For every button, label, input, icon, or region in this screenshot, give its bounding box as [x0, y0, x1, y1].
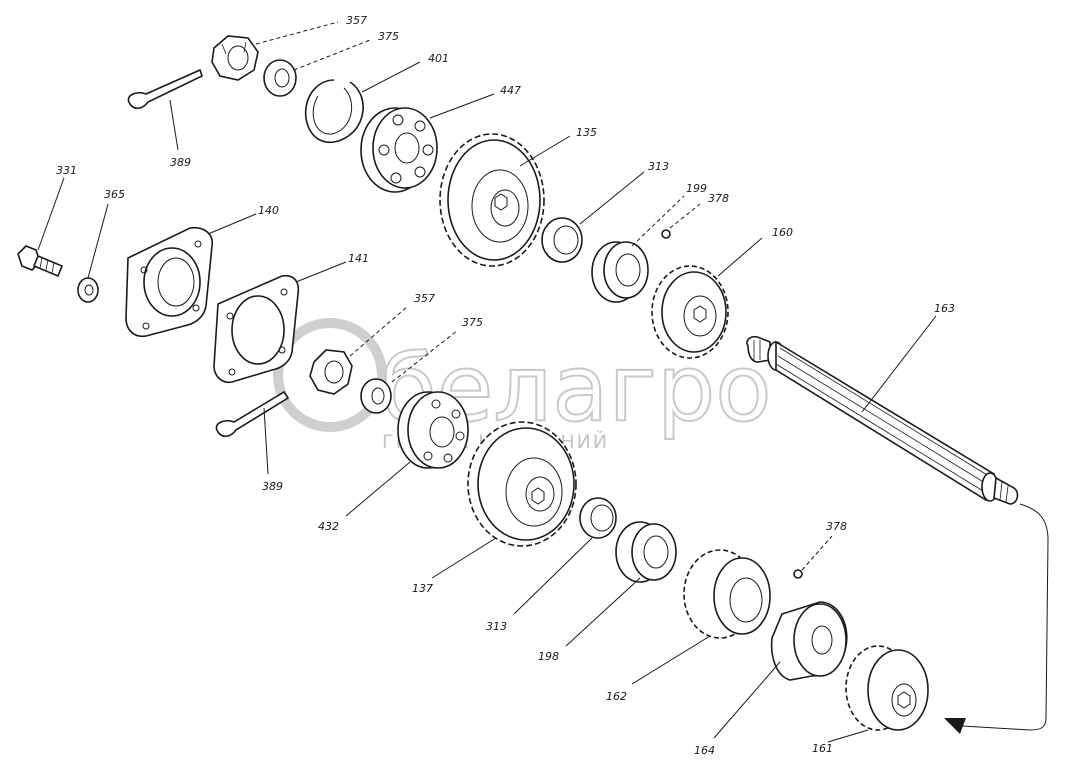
leader-lines — [37, 21, 937, 743]
part-bolt — [17, 245, 64, 278]
callout-199: 199 — [686, 182, 707, 195]
callout-163: 163 — [934, 302, 955, 315]
part-lock-washer — [77, 277, 99, 303]
callout-313-upper: 313 — [648, 160, 669, 173]
watermark-logo-icon — [273, 318, 387, 432]
callout-375-lower: 375 — [462, 316, 483, 329]
part-washer-upper — [263, 59, 297, 97]
part-cotter-pin-lower — [215, 390, 290, 438]
part-ball-bearing-lower — [397, 391, 469, 469]
part-castle-nut-lower — [309, 349, 353, 395]
callout-140: 140 — [258, 204, 279, 217]
part-hub-164 — [770, 601, 848, 681]
callout-378-lower: 378 — [826, 520, 847, 533]
callout-389-lower: 389 — [262, 480, 283, 493]
arrow-head-icon — [944, 718, 966, 734]
part-washer-lower — [360, 378, 392, 414]
part-flange-140 — [125, 226, 214, 338]
callout-365: 365 — [104, 188, 125, 201]
callout-160: 160 — [772, 226, 793, 239]
callout-389-upper: 389 — [170, 156, 191, 169]
part-ball-bearing-upper — [360, 107, 438, 193]
callout-141: 141 — [348, 252, 369, 265]
callout-137: 137 — [412, 582, 433, 595]
part-ball-upper — [661, 229, 671, 239]
part-small-gear-upper — [651, 265, 729, 359]
part-spacer-ring-lower — [579, 497, 617, 539]
part-splined-shaft — [746, 335, 1019, 505]
part-large-gear-upper — [439, 133, 545, 267]
callout-357-upper: 357 — [346, 14, 367, 27]
callout-378-upper: 378 — [708, 192, 729, 205]
callout-162: 162 — [606, 690, 627, 703]
part-spacer-ring-upper — [541, 217, 583, 263]
part-cotter-pin-upper — [127, 68, 203, 110]
part-bushing-upper — [591, 241, 649, 303]
part-ball-lower — [793, 569, 803, 579]
callout-375-upper: 375 — [378, 30, 399, 43]
part-snap-ring — [304, 79, 364, 143]
part-bushing-lower — [615, 521, 677, 583]
callout-401: 401 — [428, 52, 449, 65]
callout-198: 198 — [538, 650, 559, 663]
callout-161: 161 — [812, 742, 833, 755]
callout-313-lower: 313 — [486, 620, 507, 633]
part-gasket-141 — [213, 274, 300, 384]
callout-447: 447 — [500, 84, 521, 97]
callout-331: 331 — [56, 164, 77, 177]
callout-164: 164 — [694, 744, 715, 757]
callout-357-lower: 357 — [414, 292, 435, 305]
assembly-arrow — [944, 503, 1049, 734]
part-gear-161 — [845, 645, 929, 731]
callout-432: 432 — [318, 520, 339, 533]
callout-labels: 357 375 401 447 135 389 331 365 140 141 … — [56, 14, 955, 757]
callout-135: 135 — [576, 126, 597, 139]
part-large-gear-lower — [467, 421, 577, 547]
part-castle-nut-upper — [211, 35, 259, 81]
part-gear-162 — [683, 549, 771, 639]
